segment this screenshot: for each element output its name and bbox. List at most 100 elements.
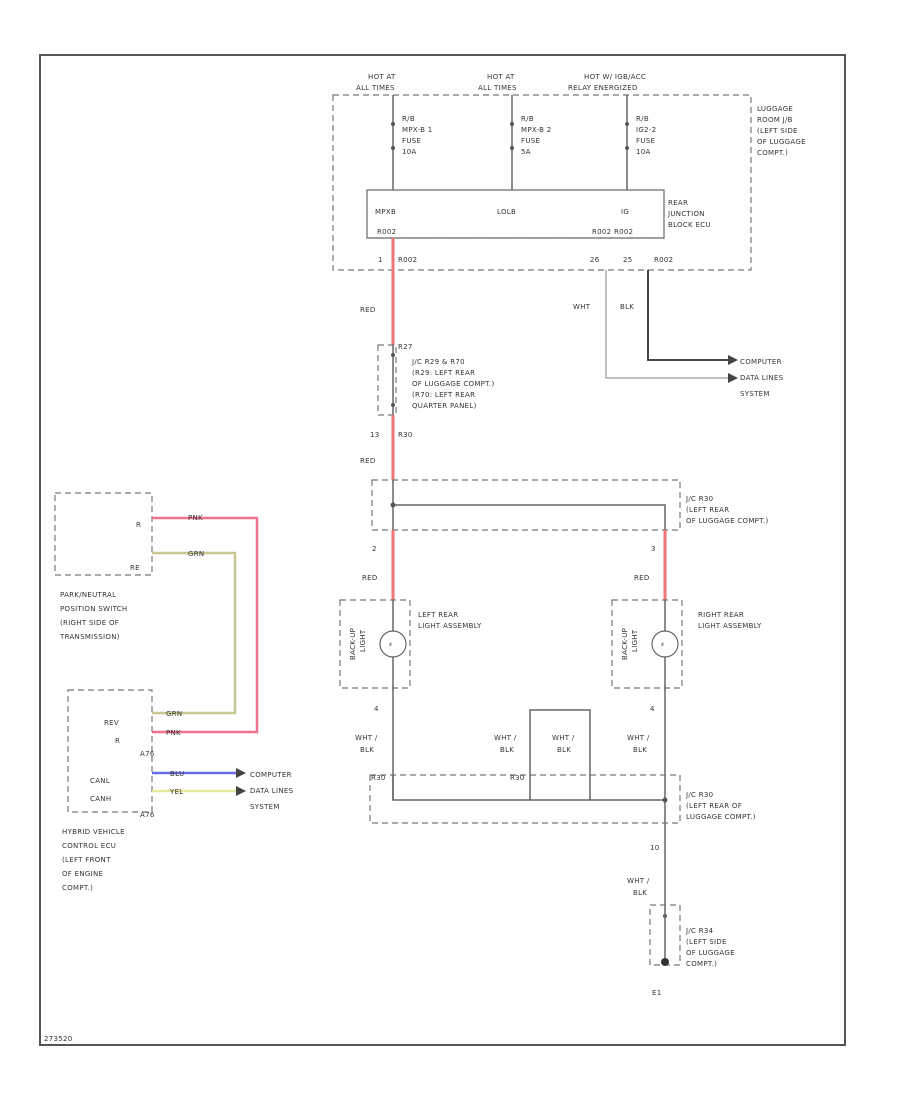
svg-text:⚡: ⚡ [660, 641, 665, 649]
arrow-4 [236, 786, 246, 796]
svg-text:13: 13 [370, 431, 380, 439]
svg-text:OF ENGINE: OF ENGINE [62, 870, 103, 878]
pnk-label-1: PNK [188, 514, 203, 522]
svg-text:1: 1 [378, 256, 383, 264]
svg-text:MPX-B 2: MPX-B 2 [521, 126, 552, 134]
svg-text:2: 2 [372, 545, 377, 553]
jc-r30-bottom-label: J/C R30 (LEFT REAR OF LUGGAGE COMPT.) R3… [371, 774, 756, 852]
jc-r29-label: R27 J/C R29 & R70 (R29: LEFT REAR OF LUG… [370, 343, 494, 439]
svg-text:HOT AT: HOT AT [487, 73, 515, 81]
svg-text:⚡: ⚡ [388, 641, 393, 649]
svg-text:REV: REV [104, 719, 119, 727]
svg-text:COMPT.): COMPT.) [62, 884, 93, 892]
blu-label: BLU [170, 770, 184, 778]
svg-text:(LEFT SIDE: (LEFT SIDE [686, 938, 727, 946]
svg-text:5A: 5A [521, 148, 531, 156]
right-backup-tag: BACK-UP LIGHT [621, 628, 639, 660]
svg-text:R30: R30 [510, 774, 525, 782]
svg-text:CANL: CANL [90, 777, 110, 785]
svg-text:R/B: R/B [636, 115, 649, 123]
svg-text:MPXB: MPXB [375, 208, 396, 216]
svg-text:R: R [115, 737, 120, 745]
yel-label: YEL [169, 788, 184, 796]
svg-text:LEFT REAR: LEFT REAR [418, 611, 458, 619]
left-backup-tag: BACK-UP LIGHT [349, 628, 367, 660]
ecu-name: REAR JUNCTION BLOCK ECU [667, 199, 711, 229]
grn-label-2: GRN [166, 710, 182, 718]
svg-text:PARK/NEUTRAL: PARK/NEUTRAL [60, 591, 116, 599]
svg-text:HOT AT: HOT AT [368, 73, 396, 81]
svg-text:COMPT.): COMPT.) [686, 960, 717, 968]
rear-jb-ecu-box [366, 189, 665, 239]
svg-text:R/B: R/B [521, 115, 534, 123]
svg-text:DATA LINES: DATA LINES [740, 374, 784, 382]
red-label-1: RED [360, 306, 376, 314]
svg-text:R002 R002: R002 R002 [592, 228, 633, 236]
svg-text:R27: R27 [398, 343, 413, 351]
svg-text:BLK: BLK [633, 889, 647, 897]
svg-text:CANH: CANH [90, 795, 111, 803]
svg-text:ALL TIMES: ALL TIMES [478, 84, 517, 92]
svg-text:CONTROL ECU: CONTROL ECU [62, 842, 116, 850]
svg-text:10A: 10A [402, 148, 417, 156]
svg-text:3: 3 [651, 545, 656, 553]
svg-text:J/C R30: J/C R30 [685, 495, 713, 503]
arrow-3 [236, 768, 246, 778]
svg-text:FUSE: FUSE [521, 137, 540, 145]
svg-text:OF LUGGAGE: OF LUGGAGE [686, 949, 735, 957]
svg-text:QUARTER PANEL): QUARTER PANEL) [412, 402, 477, 410]
svg-text:10: 10 [650, 844, 660, 852]
jc-r30-top-label: J/C R30 (LEFT REAR OF LUGGAGE COMPT.) 2 … [372, 495, 768, 553]
svg-text:(LEFT SIDE: (LEFT SIDE [757, 127, 798, 135]
svg-text:BLK: BLK [500, 746, 514, 754]
svg-text:BACK-UP: BACK-UP [349, 628, 357, 660]
wht-label: WHT [573, 303, 591, 311]
svg-text:LIGHT: LIGHT [359, 629, 367, 652]
left-rear-light-label: LEFT REAR LIGHT ASSEMBLY 4 [374, 611, 482, 713]
svg-text:R30: R30 [371, 774, 386, 782]
svg-text:DATA LINES: DATA LINES [250, 787, 294, 795]
svg-text:RIGHT REAR: RIGHT REAR [698, 611, 744, 619]
svg-text:SYSTEM: SYSTEM [250, 803, 280, 811]
jc-r34-label: J/C R34 (LEFT SIDE OF LUGGAGE COMPT.) [685, 927, 735, 968]
diagram-id: 273520 [44, 1035, 73, 1043]
blk-wire [647, 270, 728, 361]
svg-text:COMPUTER: COMPUTER [250, 771, 292, 779]
svg-text:LUGGAGE COMPT.): LUGGAGE COMPT.) [686, 813, 756, 821]
pn-switch-pins: R RE [130, 521, 141, 572]
svg-text:COMPUTER: COMPUTER [740, 358, 782, 366]
grn-wire [152, 551, 237, 715]
svg-text:4: 4 [650, 705, 655, 713]
svg-text:BLK: BLK [633, 746, 647, 754]
computer-data-lines-right: COMPUTER DATA LINES SYSTEM [740, 358, 784, 398]
svg-text:FUSE: FUSE [402, 137, 421, 145]
fuse-ig2-2: HOT W/ IGB/ACC RELAY ENERGIZED R/B IG2-2… [568, 73, 656, 190]
svg-text:(LEFT REAR OF: (LEFT REAR OF [686, 802, 742, 810]
svg-text:(LEFT REAR: (LEFT REAR [686, 506, 729, 514]
svg-text:R002: R002 [654, 256, 673, 264]
svg-text:(RIGHT SIDE OF: (RIGHT SIDE OF [60, 619, 119, 627]
right-rear-light-label: RIGHT REAR LIGHT ASSEMBLY 4 [650, 611, 762, 713]
svg-text:J/C R34: J/C R34 [685, 927, 714, 935]
svg-text:A76: A76 [140, 750, 155, 758]
luggage-room-jb-box [332, 94, 752, 271]
svg-text:LOLB: LOLB [497, 208, 516, 216]
svg-text:4: 4 [374, 705, 379, 713]
svg-text:R002: R002 [377, 228, 396, 236]
svg-text:J/C R30: J/C R30 [685, 791, 713, 799]
blk-label: BLK [620, 303, 634, 311]
svg-text:TRANSMISSION): TRANSMISSION) [59, 633, 120, 641]
svg-text:IG2-2: IG2-2 [636, 126, 656, 134]
diagram-frame [39, 54, 846, 1046]
svg-text:OF LUGGAGE: OF LUGGAGE [757, 138, 806, 146]
svg-text:HOT W/ IGB/ACC: HOT W/ IGB/ACC [584, 73, 646, 81]
jc-r30-bottom-box [369, 774, 681, 824]
computer-data-lines-left: COMPUTER DATA LINES SYSTEM [250, 771, 294, 811]
grn-label-1: GRN [188, 550, 204, 558]
arrow-1 [728, 355, 738, 365]
svg-text:BLOCK ECU: BLOCK ECU [668, 221, 711, 229]
svg-text:OF LUGGAGE COMPT.): OF LUGGAGE COMPT.) [686, 517, 768, 525]
svg-text:WHT /: WHT / [552, 734, 575, 742]
svg-text:R30: R30 [398, 431, 413, 439]
hv-ecu-pins: REV R A76 CANL CANH A76 [90, 719, 155, 819]
